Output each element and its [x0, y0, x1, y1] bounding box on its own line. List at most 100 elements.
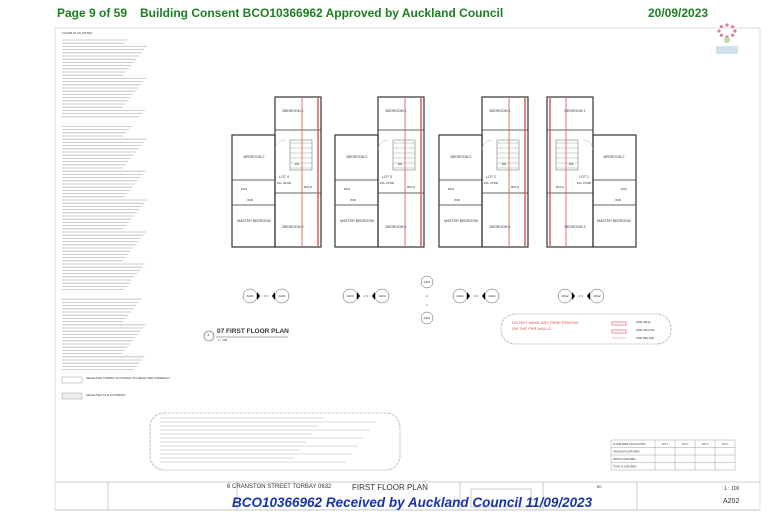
marker-num: 4 3: [264, 294, 269, 298]
notes-title: FLOOR PLAN NOTES: [62, 31, 93, 35]
ffl-label: FFL 47500: [484, 181, 499, 185]
marker-ref: A302: [456, 294, 463, 298]
room-bath: BATH: [556, 185, 564, 189]
plan-scale: 1 : 100: [218, 338, 228, 342]
marker-ref: A301: [423, 316, 430, 320]
area-header: LOT 2: [682, 443, 689, 446]
section-marker[interactable]: A302 4 3 A302: [452, 288, 500, 304]
room-ens: ENS: [344, 187, 350, 191]
room-bath: BATH: [511, 185, 519, 189]
legend-frr-third: FRR DELINE: [636, 336, 654, 340]
sheet-number: A202: [723, 498, 740, 505]
floor-area-table: FLOOR AREA CALCULATION LOT 1 LOT 2 LOT 3 LOT…: [610, 439, 736, 471]
plan-number-circle: [203, 330, 215, 342]
area-row-label: FIRST FLOOR AREA: [613, 458, 636, 461]
plan-title: 07 FIRST FLOOR PLAN: [217, 328, 289, 335]
carpet-swatch: [61, 376, 83, 384]
marker-num: 2 1: [364, 294, 369, 298]
room-ens: ENS: [241, 187, 247, 191]
marker-ref: A302: [561, 294, 568, 298]
lot-label: LOT 2: [486, 175, 496, 179]
consent-date: 20/09/2023: [648, 6, 709, 20]
room-wir: WIR: [454, 198, 461, 202]
marker-ref: A303: [378, 294, 385, 298]
ffl-label: FFL 47500: [577, 181, 592, 185]
unit-labels-2: BEDROOM 1 BEDROOM 2 BEDROOM 3 MASTER BEDROO…: [340, 109, 415, 229]
legend-tile: SELECTED TILE FLOORING: [86, 393, 126, 397]
room-bedroom-3: BEDROOM 3: [564, 225, 585, 229]
room-bedroom-3: BEDROOM 3: [282, 225, 303, 229]
plan-number: 1: [207, 332, 210, 337]
marker-num: 2 1: [579, 294, 584, 298]
drawing-scale: 1 : 100: [724, 486, 740, 492]
drawing-status: BC: [597, 485, 602, 489]
warning-text-2: ON THE FRR WALLS: [512, 326, 551, 331]
warning-cloud: [500, 313, 672, 345]
room-master-bedroom: MASTER BEDROOM: [444, 219, 478, 223]
unit-plan-3: [438, 96, 529, 248]
lot-label: LOT 1: [579, 175, 589, 179]
unit-labels-4: BEDROOM 1 BEDROOM 2 BEDROOM 3 MASTER BEDROO…: [556, 109, 631, 229]
room-bedroom-2: BEDROOM 2: [346, 155, 367, 159]
marker-num: 4 3: [474, 294, 479, 298]
stair-dn: DN: [569, 162, 573, 166]
area-header: LOT 1: [662, 443, 669, 446]
room-master-bedroom: MASTER BEDROOM: [340, 219, 374, 223]
room-wir: WIR: [247, 198, 254, 202]
area-header: LOT 4: [722, 443, 729, 446]
room-wir: WIR: [350, 198, 357, 202]
ffl-label: FFL 47500: [380, 181, 395, 185]
area-row-label: GROUND FLOOR AREA: [613, 451, 640, 454]
room-bedroom-3: BEDROOM 3: [489, 225, 510, 229]
tile-swatch: [61, 392, 83, 400]
floor-plan-notes: [62, 39, 147, 371]
room-bedroom-1: BEDROOM 1: [564, 109, 585, 113]
received-stamp: BCO10366962 Received by Auckland Council…: [232, 495, 593, 510]
floor-plan-units: BEDROOM 1 BEDROOM 2 BEDROOM 3 MASTER BEDROO…: [231, 96, 637, 248]
room-bedroom-2: BEDROOM 2: [243, 155, 264, 159]
lot-label: LOT 4: [279, 175, 289, 179]
marker-ref: A303: [246, 294, 253, 298]
room-ens: ENS: [621, 187, 627, 191]
room-bath: BATH: [407, 185, 415, 189]
ffl-label: FFL 46220: [277, 181, 292, 185]
room-bedroom-1: BEDROOM 1: [282, 109, 303, 113]
drawing-title: FIRST FLOOR PLAN: [352, 483, 428, 492]
warning-text-1: DO NOT MAKE ANY PENETRATION: [512, 320, 579, 325]
marker-ref: A303: [346, 294, 353, 298]
unit-plan-2: [334, 96, 425, 248]
legend-carpet: SELECTED CARPET FLOORING ON SELECTED UND…: [86, 376, 171, 380]
room-bedroom-1: BEDROOM 1: [385, 109, 406, 113]
legend-frr-wall: FRR WALL: [636, 320, 652, 324]
marker-ref: A302: [488, 294, 495, 298]
auckland-council-logo: [716, 23, 738, 54]
marker-ref: A302: [593, 294, 600, 298]
marker-num: 1: [426, 303, 428, 307]
section-marker[interactable]: A302 2 1 A302: [557, 288, 605, 304]
area-header: FLOOR AREA CALCULATION: [613, 443, 646, 446]
area-header: LOT 3: [702, 443, 709, 446]
room-master-bedroom: MASTER BEDROOM: [597, 219, 631, 223]
legend-frr-ceiling: FRR CEILING: [636, 328, 656, 332]
section-marker[interactable]: A303 2 1 A303: [342, 288, 390, 304]
room-bedroom-2: BEDROOM 2: [603, 155, 624, 159]
room-bedroom-1: BEDROOM 1: [489, 109, 510, 113]
unit-plan-4: [546, 96, 637, 248]
stair-dn: DN: [295, 162, 299, 166]
marker-num: 2: [426, 294, 428, 298]
consent-title: Building Consent BCO10366962 Approved by…: [140, 6, 504, 20]
unit-labels-1: BEDROOM 1 BEDROOM 2 BEDROOM 3 MASTER BEDROO…: [237, 109, 312, 229]
room-master-bedroom: MASTER BEDROOM: [237, 219, 271, 223]
lot-label: LOT 3: [382, 175, 392, 179]
revision-schedule-cloud: [149, 412, 401, 471]
page-number: Page 9 of 59: [57, 6, 128, 20]
room-wir: WIR: [615, 198, 622, 202]
room-bath: BATH: [304, 185, 312, 189]
room-bedroom-3: BEDROOM 3: [385, 225, 406, 229]
unit-plan-1: [231, 96, 322, 248]
stair-dn: DN: [398, 162, 402, 166]
